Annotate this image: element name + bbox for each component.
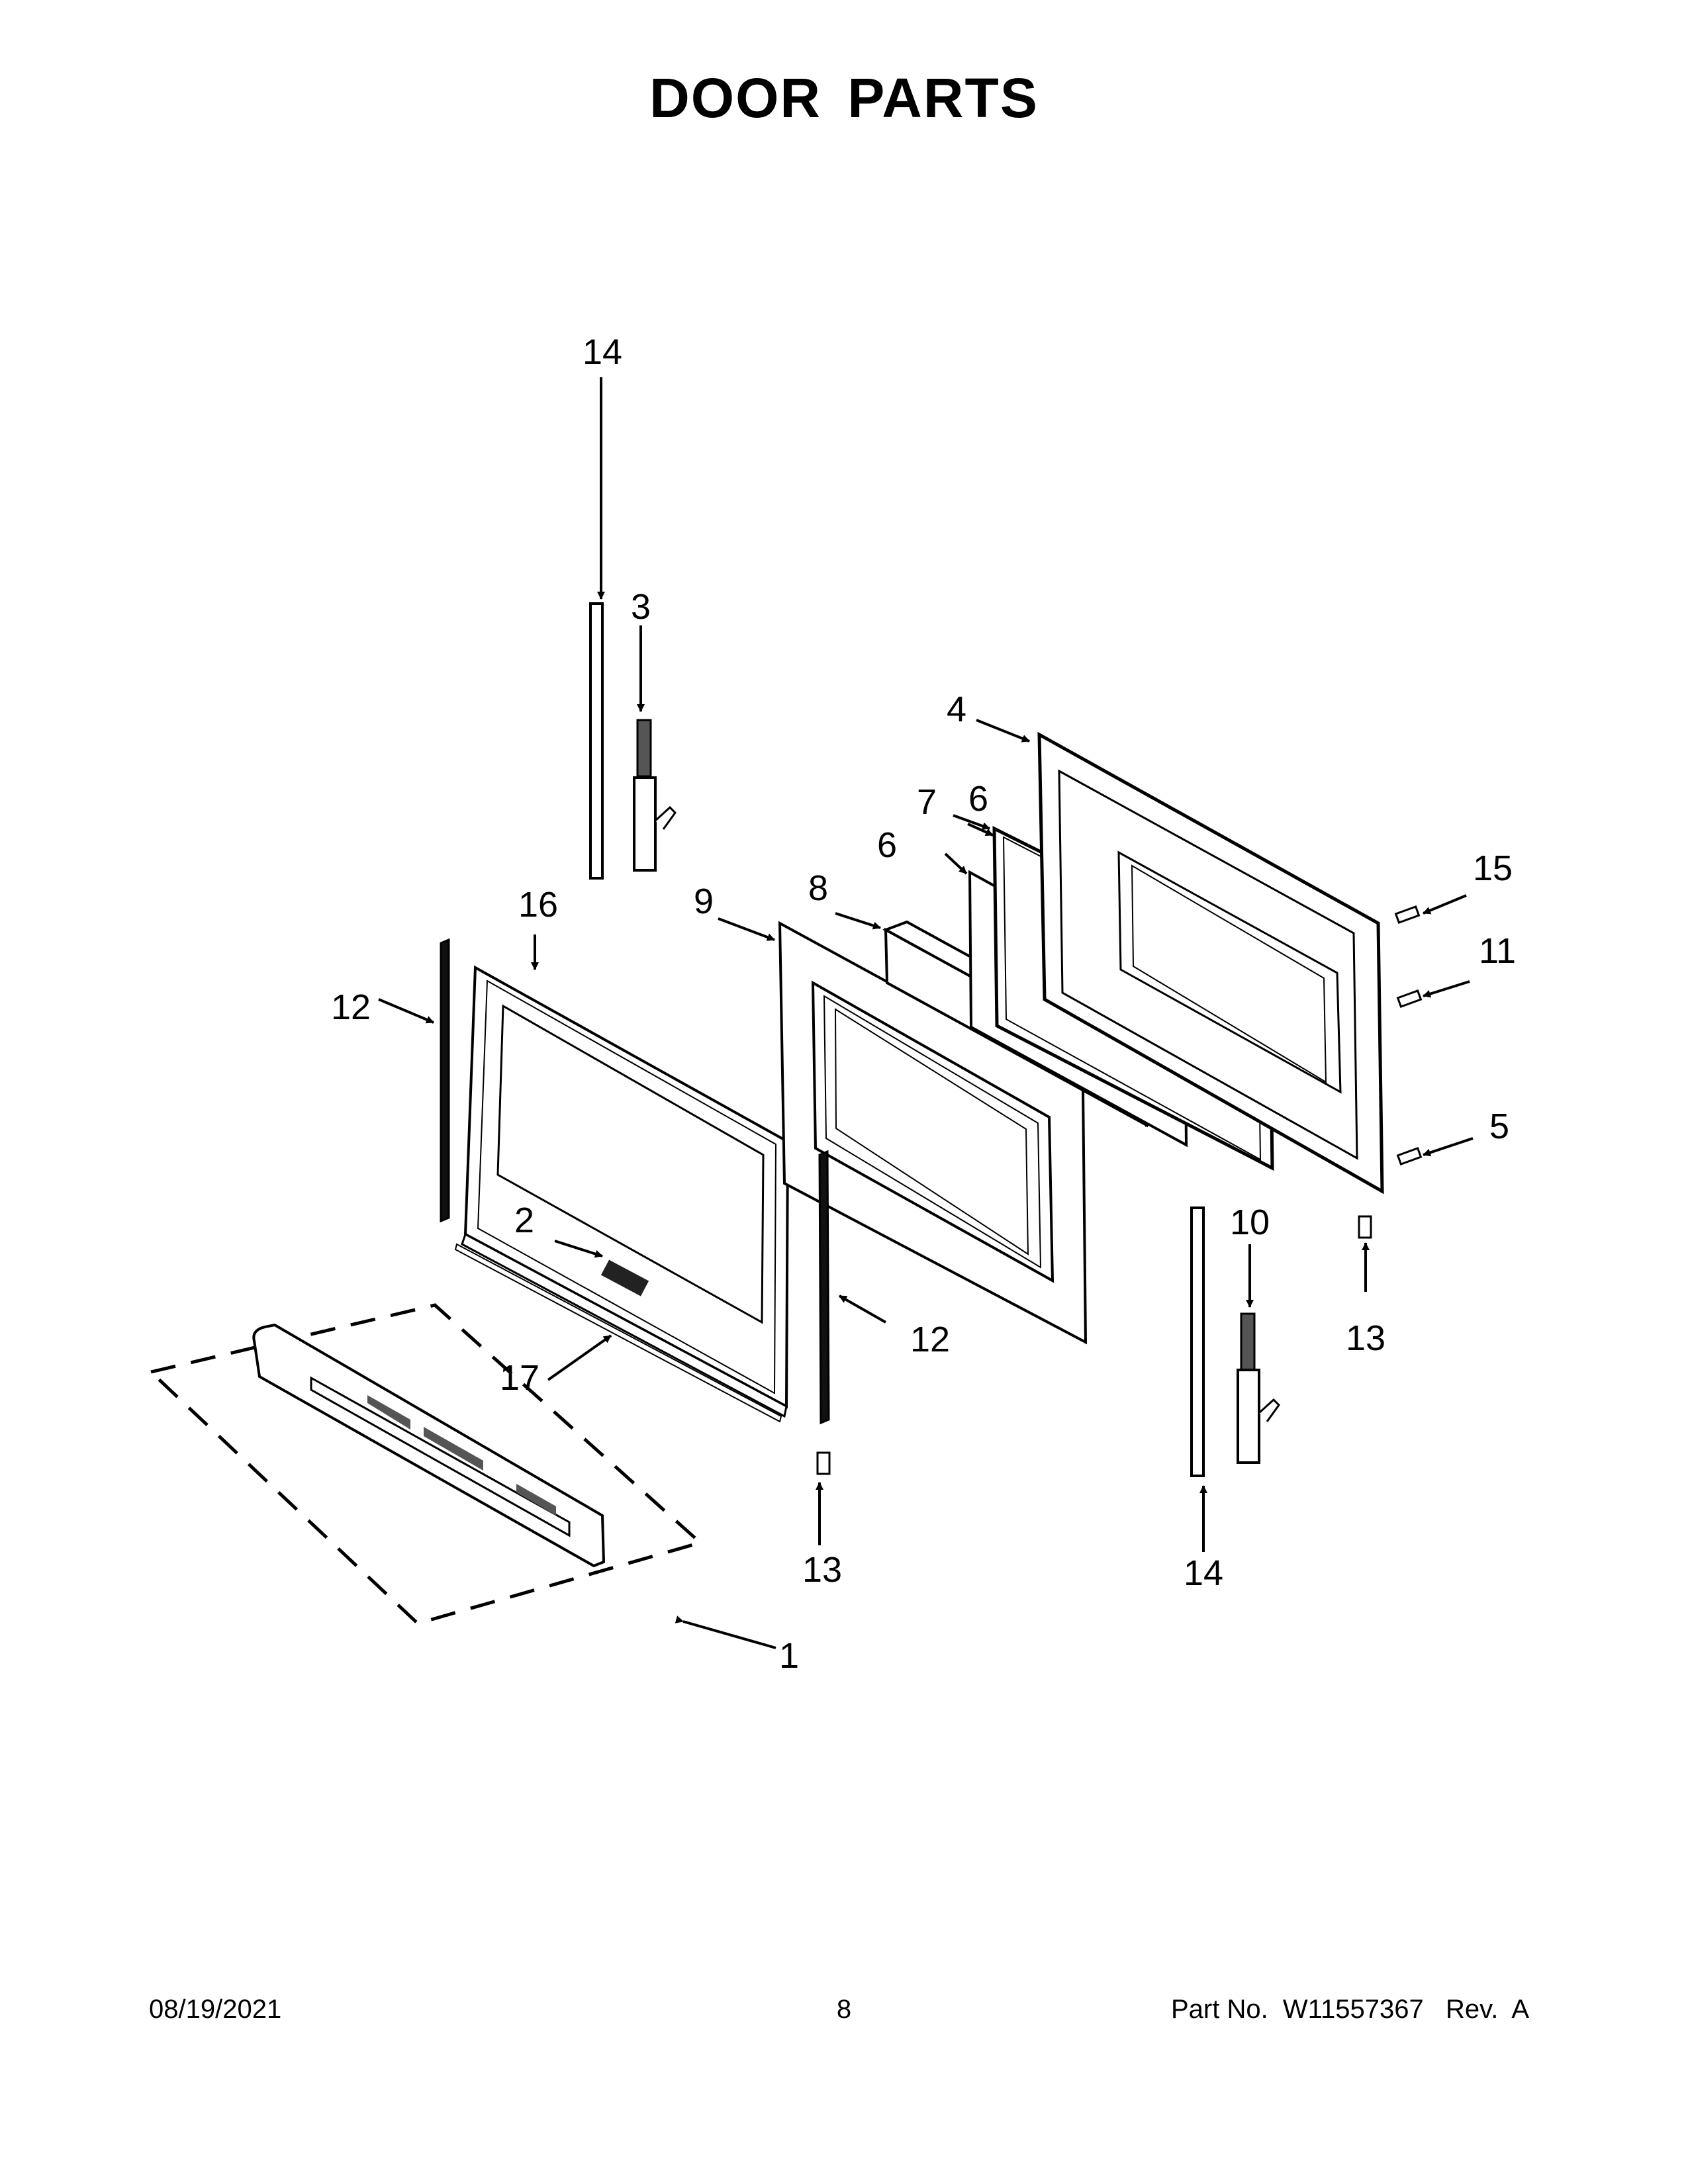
callout-10: 10 bbox=[1230, 1203, 1270, 1242]
screw-11 bbox=[1396, 989, 1423, 1008]
callout-2: 2 bbox=[514, 1201, 534, 1240]
screw-13-right bbox=[1358, 1215, 1372, 1239]
callout-labels: 1 2 3 4 5 6 6 7 8 9 10 11 12 12 13 13 14… bbox=[331, 332, 1516, 1676]
callout-11: 11 bbox=[1479, 931, 1516, 971]
callout-16: 16 bbox=[518, 885, 558, 925]
hinge-right bbox=[1237, 1312, 1280, 1464]
callout-13a: 13 bbox=[802, 1550, 842, 1590]
callout-6b: 6 bbox=[877, 825, 897, 865]
callout-12b: 12 bbox=[910, 1320, 950, 1359]
inner-door-panel bbox=[778, 921, 1088, 1345]
screw-5 bbox=[1396, 1147, 1423, 1165]
brand-badge bbox=[600, 1259, 649, 1297]
callout-13b: 13 bbox=[1346, 1318, 1385, 1358]
side-trim-right bbox=[818, 1150, 830, 1425]
page-title: DOOR PARTS bbox=[649, 67, 1039, 129]
callout-1: 1 bbox=[779, 1636, 799, 1676]
hinge-receiver-right bbox=[1190, 1206, 1205, 1477]
leader-lines bbox=[378, 377, 1474, 1649]
callout-12a: 12 bbox=[331, 987, 371, 1027]
hinge-receiver-left bbox=[589, 602, 604, 880]
callout-14a: 14 bbox=[583, 332, 622, 372]
screw-13-center bbox=[816, 1451, 831, 1475]
callout-15: 15 bbox=[1473, 848, 1513, 888]
callout-4: 4 bbox=[947, 690, 966, 729]
outer-door-frame bbox=[454, 965, 790, 1423]
footer-date: 08/19/2021 bbox=[149, 1995, 282, 2024]
control-panel-assembly bbox=[147, 1303, 704, 1625]
door-liner bbox=[1037, 731, 1384, 1195]
callout-8: 8 bbox=[808, 868, 828, 908]
screw-15 bbox=[1394, 905, 1421, 924]
side-trim-left bbox=[440, 938, 450, 1223]
callout-9: 9 bbox=[694, 882, 714, 921]
callout-5: 5 bbox=[1489, 1107, 1509, 1146]
hinge-left bbox=[633, 719, 677, 872]
callout-6a: 6 bbox=[968, 779, 988, 819]
callout-14b: 14 bbox=[1184, 1553, 1223, 1593]
callout-7: 7 bbox=[917, 782, 937, 822]
callout-17: 17 bbox=[500, 1358, 539, 1398]
footer-page-number: 8 bbox=[836, 1995, 852, 2024]
callout-3: 3 bbox=[631, 587, 651, 627]
footer-part-number: Part No. W11557367 Rev. A bbox=[1170, 1995, 1529, 2024]
